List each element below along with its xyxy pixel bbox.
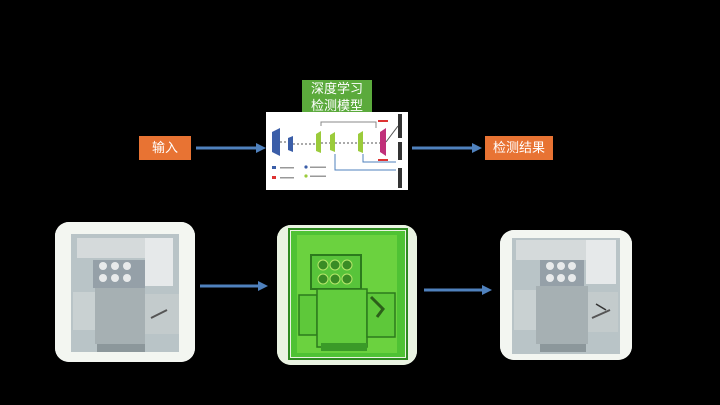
model-label: 深度学习 检测模型 [302,80,372,116]
result-image-card [500,230,632,360]
factory-part-photo-icon [55,222,195,362]
arrow-right-icon [412,143,482,153]
model-label-line1: 深度学习 [310,82,363,97]
input-image-card [55,222,195,362]
arrow-right-icon [196,143,266,153]
input-label-text: 输入 [151,140,178,156]
arrow-right-icon [424,285,492,295]
detected-part-photo-icon [500,230,632,360]
green-feature-map-icon [277,225,417,365]
neural-network-diagram-icon [266,112,408,190]
result-label-text: 检测结果 [492,140,545,156]
model-label-line2: 检测模型 [310,99,363,114]
feature-map-card [277,225,417,365]
input-label: 输入 [139,136,191,160]
result-label: 检测结果 [485,136,553,160]
arrow-right-icon [200,281,268,291]
